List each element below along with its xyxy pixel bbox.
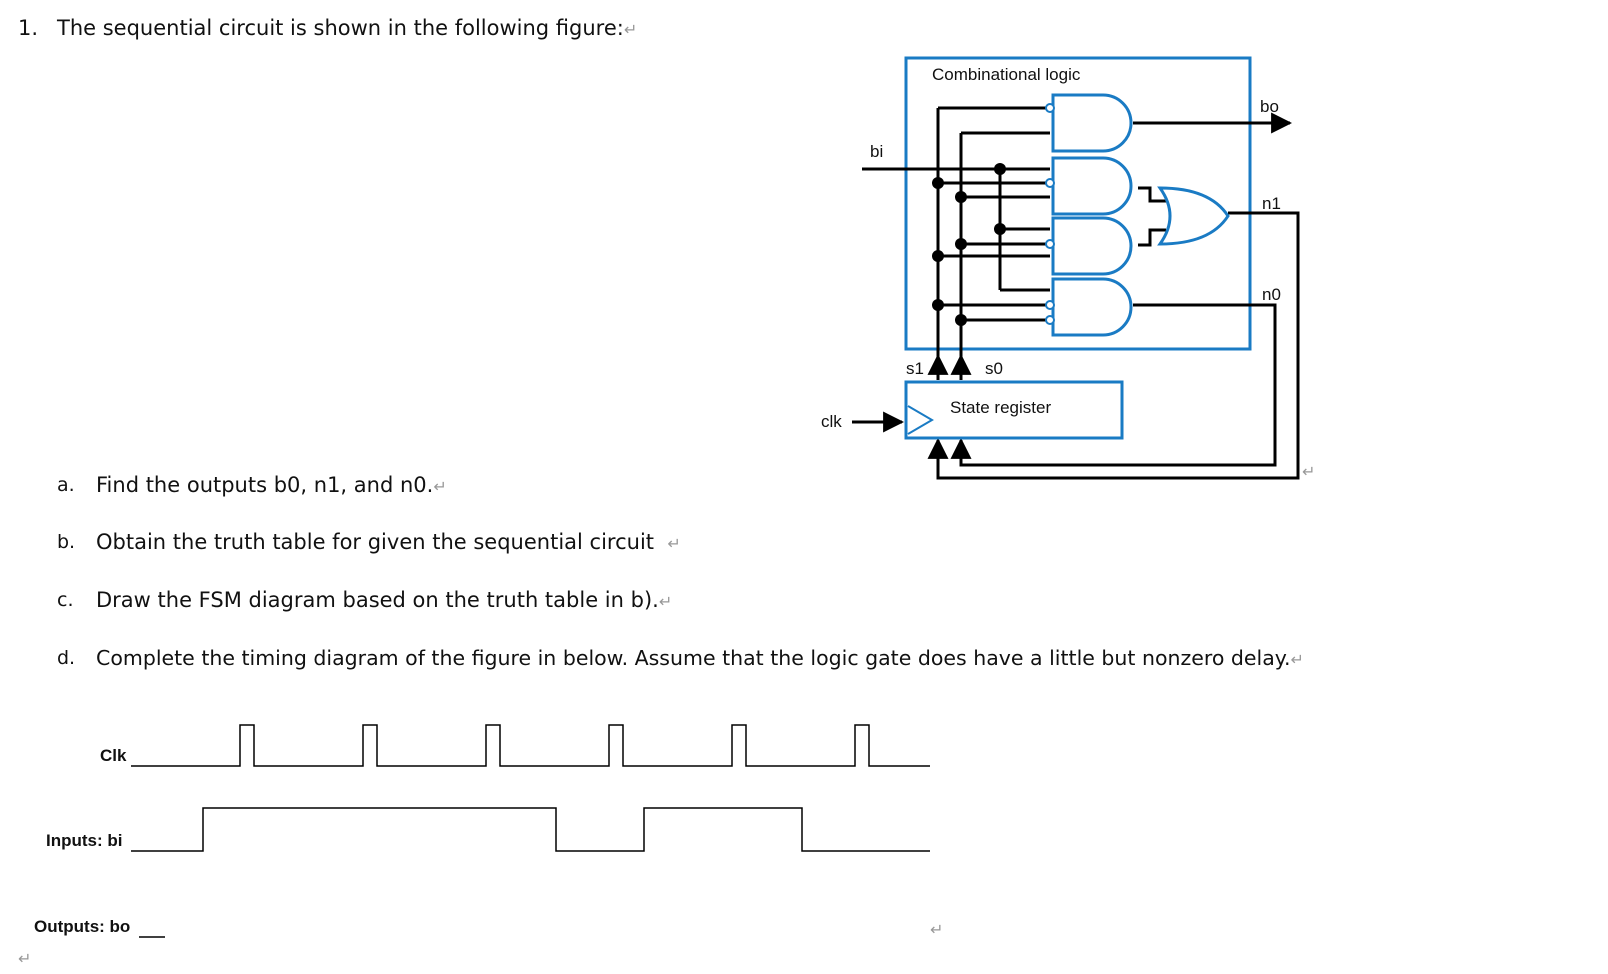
output-n0-label: n0: [1262, 285, 1281, 304]
state-register-label: State register: [950, 398, 1052, 417]
return-mark: ↵: [1302, 462, 1316, 481]
and-gate-4: [1051, 277, 1133, 337]
part-c-text: Draw the FSM diagram based on the truth …: [96, 588, 672, 612]
timing-input-label: Inputs: bi: [46, 831, 123, 850]
combinational-logic-title: Combinational logic: [932, 65, 1081, 84]
return-mark: ↵: [623, 20, 638, 39]
and-gates: [1051, 93, 1230, 337]
return-mark: ↵: [658, 592, 673, 611]
state-s0-label: s0: [985, 359, 1003, 378]
part-a-text: Find the outputs b0, n1, and n0.↵: [96, 473, 447, 497]
input-bi-label: bi: [870, 142, 884, 161]
junction-dots: [932, 163, 1006, 326]
bi-waveform: [131, 807, 930, 852]
return-mark: ↵: [667, 534, 681, 553]
part-b-text: Obtain the truth table for given the seq…: [96, 530, 681, 554]
problem-statement: The sequential circuit is shown in the f…: [57, 16, 637, 40]
state-s1-label: s1: [906, 359, 924, 378]
and-gate-2: [1051, 156, 1133, 216]
timing-output-label: Outputs: bo: [34, 917, 131, 936]
and-gate-3: [1051, 216, 1133, 276]
part-d-text-content: Complete the timing diagram of the figur…: [96, 646, 1291, 670]
timing-clk-label: Clk: [100, 746, 127, 765]
part-b-label: b.: [57, 531, 76, 553]
part-a-label: a.: [57, 474, 75, 496]
state-register-box: [904, 380, 1124, 440]
combinational-logic-box: [904, 56, 1252, 351]
clk-waveform: [131, 724, 930, 767]
part-d-label: d.: [57, 647, 76, 669]
output-bo-label: bo: [1260, 97, 1279, 116]
clock-triangle-icon: [907, 405, 934, 435]
problem-number: 1.: [18, 16, 39, 40]
or-gate: [1157, 186, 1230, 246]
problem-statement-text: The sequential circuit is shown in the f…: [57, 16, 624, 40]
part-d-text: Complete the timing diagram of the figur…: [96, 646, 1304, 670]
part-c-label: c.: [57, 589, 74, 611]
return-mark: ↵: [930, 920, 944, 939]
clk-label: clk: [821, 412, 842, 431]
part-a-text-content: Find the outputs b0, n1, and n0.: [96, 473, 434, 497]
signal-buses: [852, 106, 1300, 480]
output-n1-label: n1: [1262, 194, 1281, 213]
and-gate-1: [1051, 93, 1133, 153]
timing-waveforms: [131, 724, 930, 938]
return-mark: ↵: [18, 949, 32, 968]
inversion-bubbles: [1045, 103, 1055, 325]
part-b-text-content: Obtain the truth table for given the seq…: [96, 530, 655, 554]
return-mark: ↵: [1290, 650, 1304, 669]
part-c-text-content: Draw the FSM diagram based on the truth …: [96, 588, 659, 612]
return-mark: ↵: [433, 477, 447, 496]
